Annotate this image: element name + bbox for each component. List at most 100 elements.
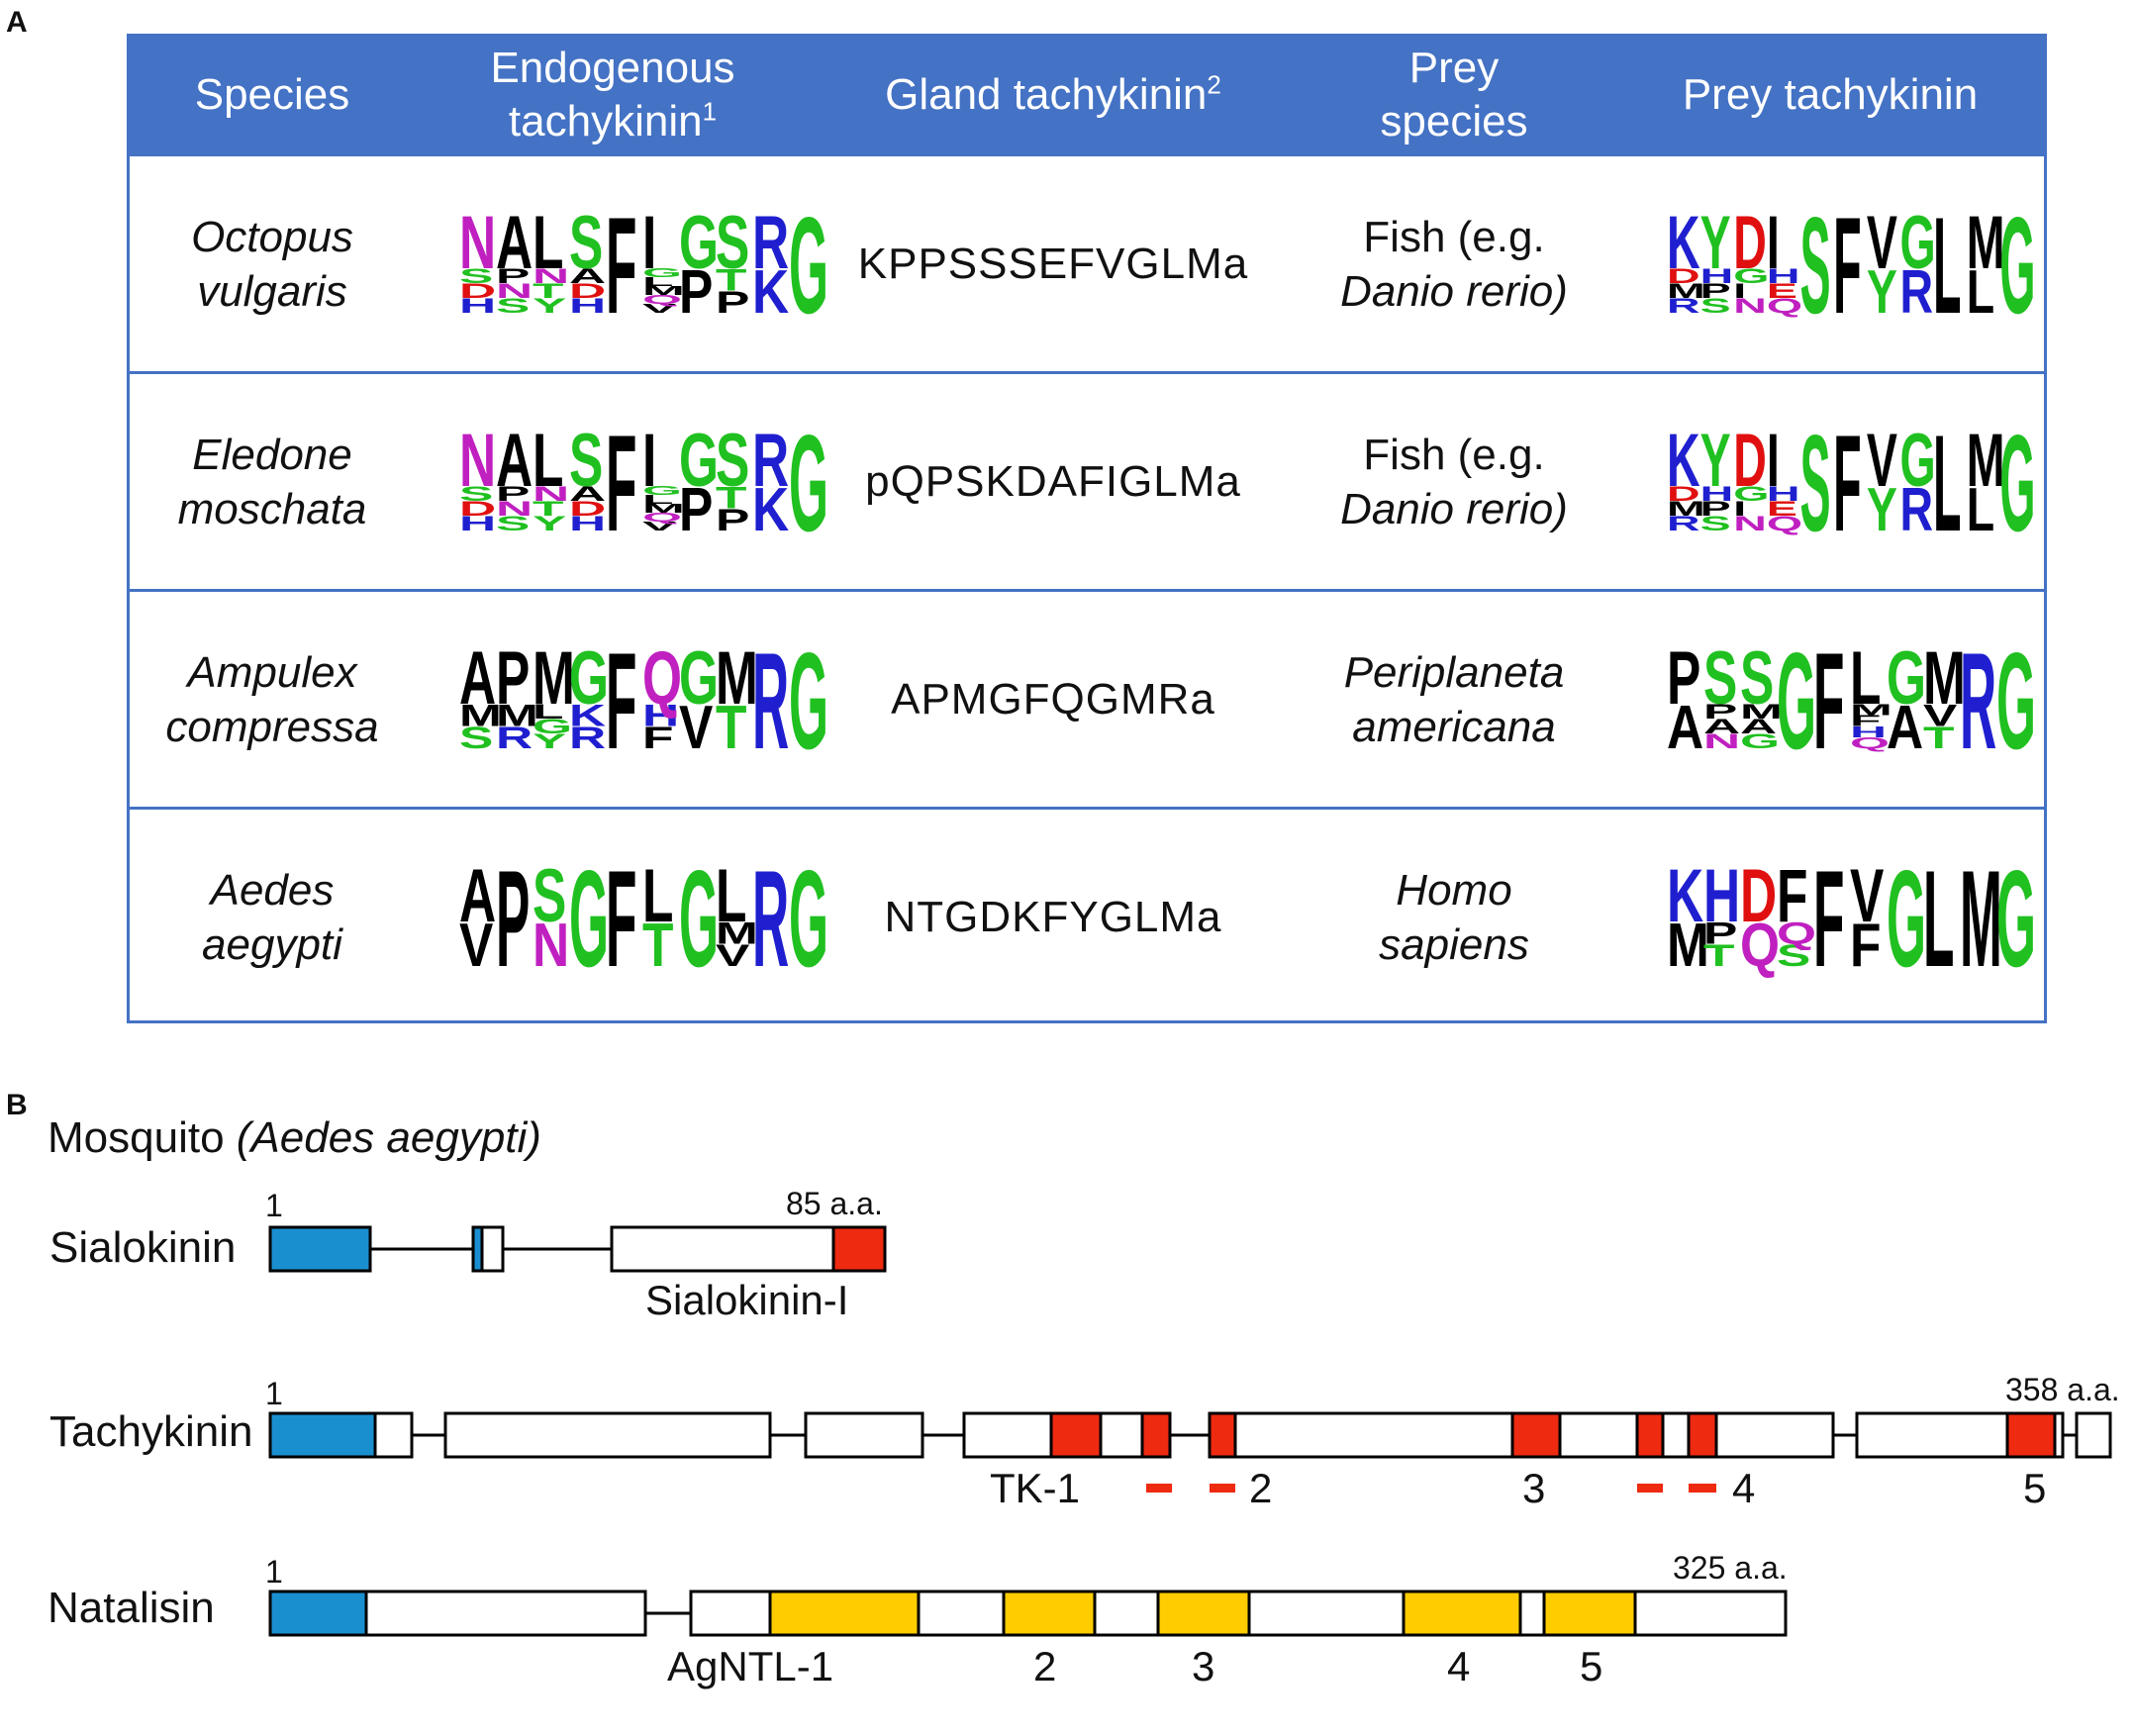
logo-letter: Q: [1740, 911, 1780, 980]
logo-letter: Q: [642, 635, 682, 721]
logo-letter: D: [1667, 482, 1700, 506]
logo-letter: F: [606, 625, 636, 778]
logo-letter: M: [459, 699, 502, 733]
logo-letter: L: [716, 853, 746, 938]
logo-letter: M: [1667, 911, 1709, 980]
logo-letter: P: [716, 503, 749, 537]
header-prey-tachykinin: Prey tachykinin: [1682, 70, 1979, 120]
logo-letter: Y: [1867, 256, 1897, 326]
logo-letter: G: [569, 635, 609, 721]
end-length: 85 a.a.: [786, 1186, 883, 1221]
logo-letter: P: [496, 482, 530, 505]
logo-letter: S: [459, 721, 493, 755]
prey-species-cell: Fish (e.g.Danio rerio): [1340, 212, 1568, 316]
logo-letter: G: [1996, 842, 2036, 996]
peptide-label: 2: [1249, 1465, 1273, 1511]
logo-letter: H: [569, 294, 606, 317]
logo-letter: G: [679, 200, 719, 285]
logo-letter: H: [1700, 482, 1734, 506]
tachykinin-comparison-table: Species Endogenous tachykinin1 Gland tac…: [127, 34, 2047, 1023]
logo-letter: F: [1850, 713, 1881, 729]
logo-letter: I: [1733, 279, 1746, 303]
logo-letter: V: [642, 520, 676, 533]
exon-box: [443, 1411, 772, 1459]
logo-letter: F: [606, 842, 636, 996]
gene-name-sialokinin: Sialokinin: [49, 1223, 237, 1272]
logo-letter: P: [679, 257, 713, 327]
logo-letter: G: [569, 842, 609, 996]
logo-letter: K: [1667, 853, 1703, 938]
logo-letter: V: [1850, 853, 1884, 938]
logo-letter: L: [1933, 406, 1961, 560]
sialokinin-gene: [268, 1225, 887, 1273]
logo-letter: L: [1967, 256, 1994, 326]
logo-letter: G: [679, 635, 719, 721]
logo-letter: F: [1833, 406, 1861, 560]
logo-letter: R: [569, 721, 606, 755]
peptide-label: 5: [1580, 1643, 1603, 1689]
logo-letter: G: [679, 842, 719, 996]
table-header: Species Endogenous tachykinin1 Gland tac…: [130, 37, 2044, 153]
signal-peptide-box: [268, 1590, 368, 1637]
logo-letter: H: [1767, 264, 1800, 288]
gene-name-natalisin: Natalisin: [48, 1584, 215, 1632]
logo-letter: Y: [533, 729, 566, 752]
logo-letter: R: [752, 200, 789, 285]
logo-letter: P: [679, 475, 713, 544]
logo-letter: G: [1777, 625, 1816, 778]
prey-species-cell: Fish (e.g.Danio rerio): [1340, 430, 1568, 533]
logo-letter: S: [569, 418, 603, 503]
natalisin-peptide-box: [1402, 1590, 1522, 1637]
tachykinin-peptide-box: [1510, 1411, 1562, 1459]
logo-letter: S: [496, 512, 530, 534]
logo-letter: V: [716, 938, 750, 973]
tachykinin-peptide-box: [1049, 1411, 1103, 1459]
peptide-dash: [1210, 1484, 1235, 1493]
natalisin-peptide-box: [1002, 1590, 1097, 1637]
exon-box: [2075, 1411, 2112, 1459]
logo-letter: G: [1887, 635, 1926, 721]
logo-letter: M: [1967, 419, 2005, 503]
logo-letter: K: [752, 475, 789, 544]
logo-letter: T: [533, 497, 563, 520]
logo-letter: A: [569, 264, 606, 287]
logo-letter: N: [1733, 512, 1767, 535]
logo-letter: G: [1899, 201, 1935, 285]
start-number: 1: [265, 1554, 283, 1590]
logo-letter: S: [459, 264, 493, 287]
logo-letter: L: [1933, 188, 1961, 342]
logo-letter: I: [642, 200, 656, 285]
logo-letter: M: [716, 916, 758, 951]
logo-letter: G: [1996, 625, 2036, 778]
logo-letter: S: [1700, 512, 1731, 535]
logo-letter: G: [789, 625, 828, 778]
peptide-dash: [1637, 1484, 1663, 1493]
logo-letter: P: [496, 635, 530, 721]
logo-letter: R: [1667, 294, 1700, 318]
peptide-label: 4: [1732, 1465, 1756, 1511]
logo-letter: T: [716, 481, 746, 516]
logo-letter: N: [533, 264, 569, 287]
gland-sequence: NTGDKFYGLMa: [884, 893, 1222, 941]
peptide-label: 2: [1033, 1643, 1057, 1689]
logo-letter: A: [459, 853, 496, 938]
logo-letter: P: [716, 285, 749, 320]
logo-letter: S: [533, 853, 566, 938]
logo-letter: P: [1703, 916, 1737, 951]
signal-peptide-box: [471, 1225, 484, 1273]
logo-letter: A: [1667, 693, 1703, 762]
logo-letter: P: [1703, 700, 1737, 723]
end-length: 325 a.a.: [1673, 1550, 1788, 1586]
logo-letter: S: [716, 418, 749, 503]
header-endogenous: Endogenous tachykinin1: [490, 44, 735, 145]
logo-letter: G: [642, 484, 682, 498]
logo-letter: D: [459, 497, 496, 520]
logo-letter: Y: [533, 512, 566, 534]
logo-letter: Q: [1767, 294, 1802, 318]
tachykinin-peptide-box: [1140, 1411, 1172, 1459]
logo-letter: F: [1833, 188, 1861, 342]
